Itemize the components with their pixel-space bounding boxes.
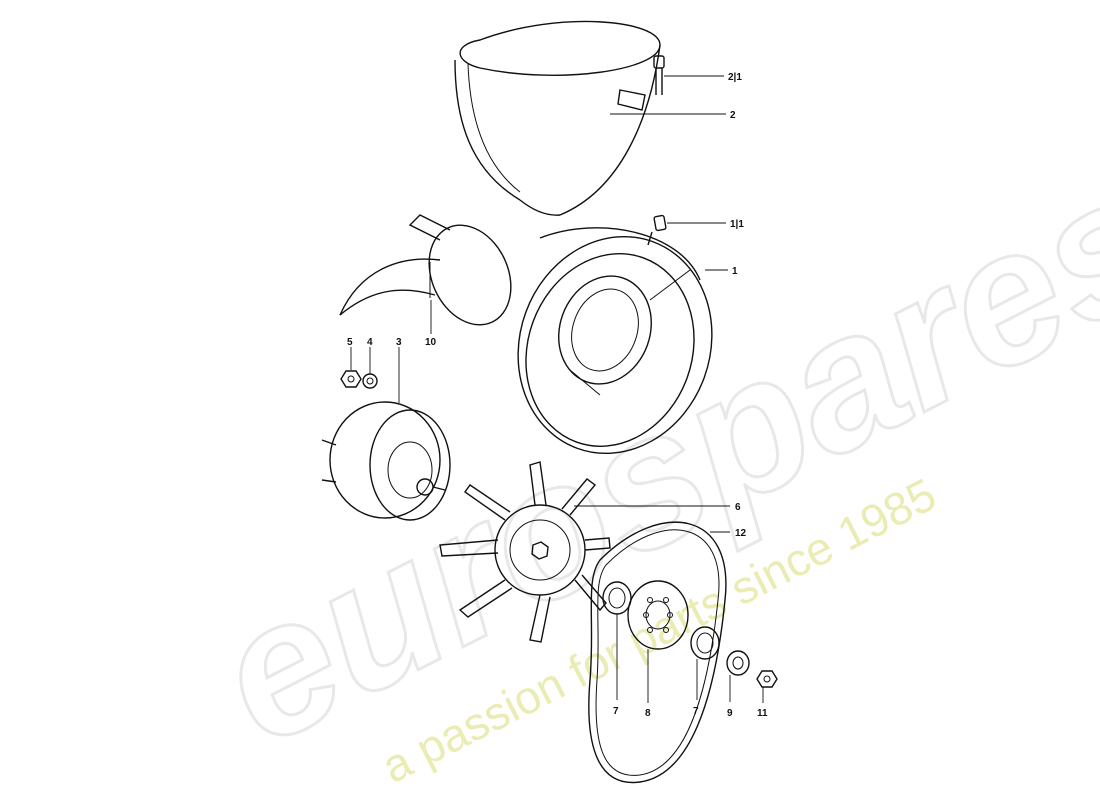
callout-2-1: 2|1 <box>728 72 742 83</box>
part-9-washer <box>726 650 750 676</box>
callout-2: 2 <box>730 110 736 121</box>
callout-1: 1 <box>732 266 738 277</box>
callout-11: 11 <box>757 708 768 719</box>
watermark-brand: eurospares <box>185 132 1100 786</box>
part-2-band <box>454 20 661 216</box>
part-1-housing <box>517 227 713 455</box>
part-4-washer <box>362 373 378 389</box>
callout-3: 3 <box>396 337 402 348</box>
part-7-spacer-right <box>690 626 720 660</box>
callout-6: 6 <box>735 502 741 513</box>
part-6-fan <box>439 461 611 643</box>
callout-4: 4 <box>367 337 373 348</box>
callout-1-1: 1|1 <box>730 219 744 230</box>
callout-12: 12 <box>735 528 747 539</box>
callout-8: 8 <box>645 708 651 719</box>
callout-7-left: 7 <box>613 706 619 717</box>
callout-5: 5 <box>347 337 353 348</box>
part-2-1-bolt <box>653 55 665 95</box>
callout-10: 10 <box>425 337 437 348</box>
callout-7-right: 7 <box>693 706 699 717</box>
callout-9: 9 <box>727 708 733 719</box>
watermark: eurospares a passion for parts since 198… <box>183 130 1100 793</box>
leader-lines <box>350 75 764 703</box>
callouts: 2|1 2 1|1 1 10 5 4 3 6 12 7 8 7 9 11 <box>347 72 768 719</box>
part-1-1-stud <box>647 214 667 246</box>
part-5-nut <box>340 370 362 388</box>
part-3-alternator <box>321 401 451 521</box>
part-8-pulley <box>627 580 689 650</box>
part-11-nut <box>756 670 778 688</box>
part-12-belt <box>588 521 727 784</box>
part-10-shroud <box>339 214 512 326</box>
